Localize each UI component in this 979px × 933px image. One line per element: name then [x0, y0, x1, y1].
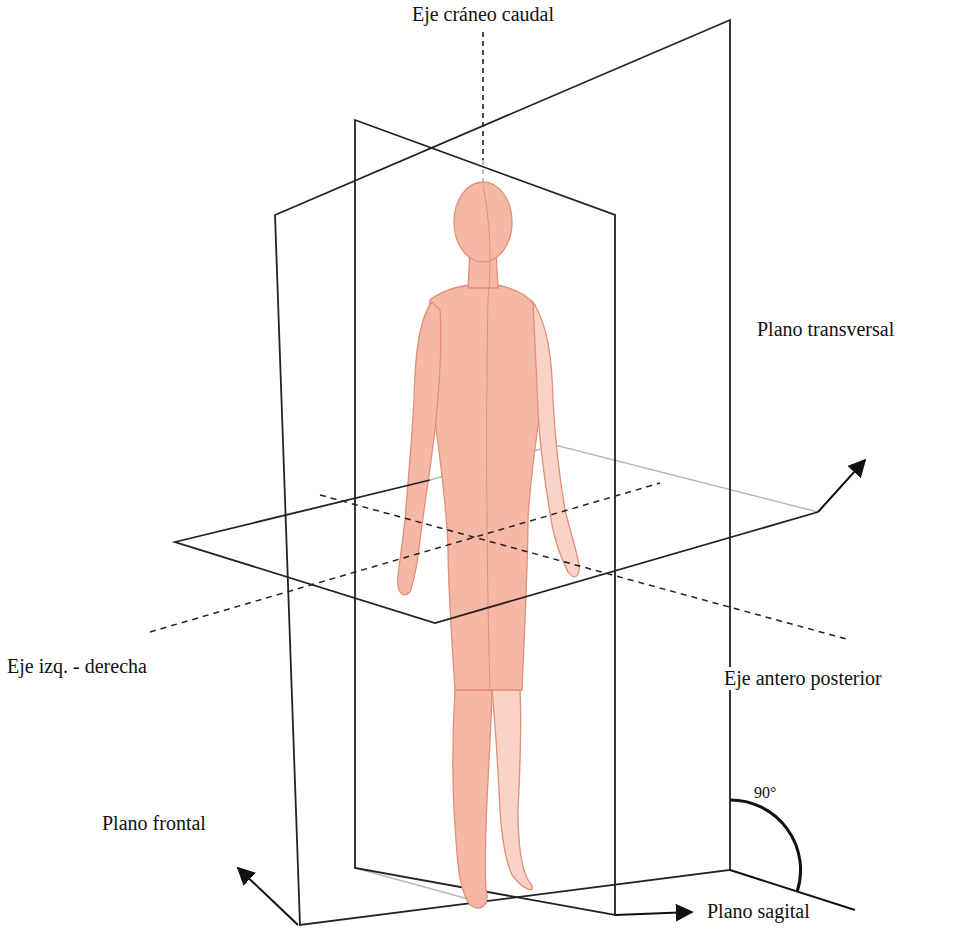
plane-label: Plano transversal	[755, 318, 896, 341]
axis-label: Eje cráneo caudal	[410, 3, 556, 26]
plane-label: Plano frontal	[100, 812, 208, 835]
axis-label: Eje antero posterior	[722, 667, 884, 690]
human-figure	[398, 182, 580, 908]
axis-label: Eje izq. - derecha	[5, 655, 149, 678]
plane-label: Plano sagital	[705, 900, 812, 923]
angle-label: 90°	[752, 784, 778, 802]
